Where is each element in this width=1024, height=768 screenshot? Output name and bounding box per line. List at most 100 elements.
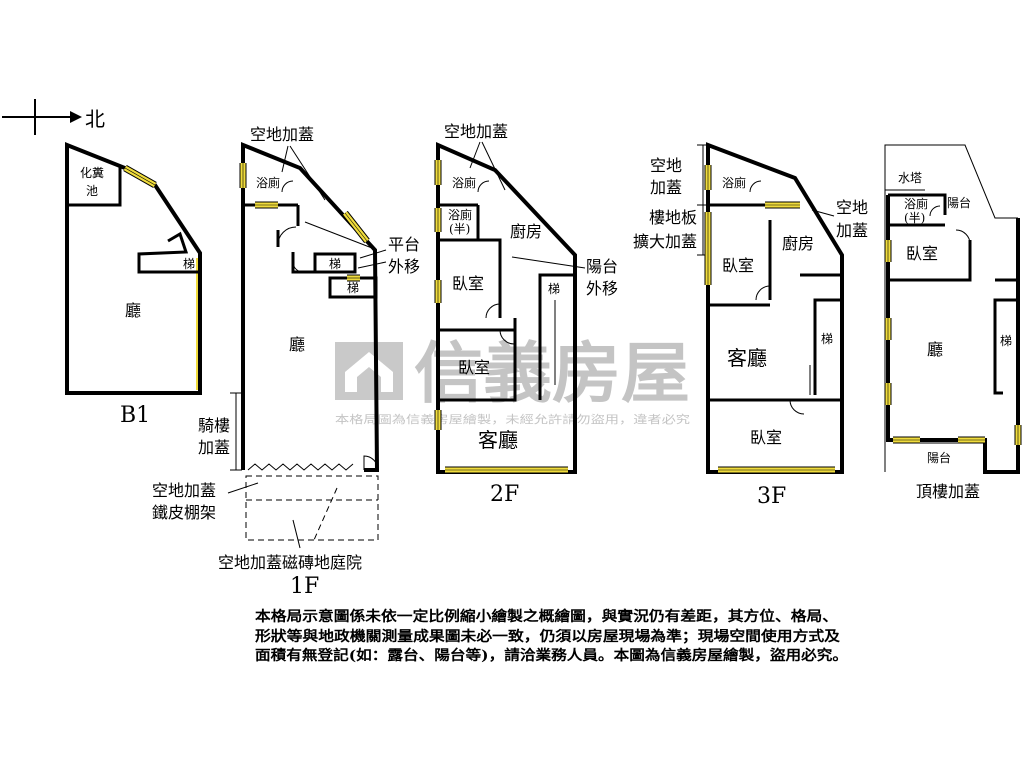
1f-extension-label: 空地加蓋	[250, 125, 314, 144]
1f-extension-leader-2	[289, 145, 326, 201]
windows	[123, 160, 1022, 474]
roof-hall-label: 廳	[927, 340, 943, 359]
3f-extension-right-label-2: 加蓋	[836, 221, 868, 240]
1f-platform-label-1: 平台	[388, 235, 420, 254]
2f-balcony-leader	[511, 256, 586, 269]
roof-stair-label: 梯	[1000, 334, 1012, 348]
1f-stair-door-swing	[292, 261, 304, 273]
arrow-right-icon	[70, 111, 82, 123]
b1-outer-wall	[65, 142, 202, 395]
roof-floor-label: 頂樓加蓋	[916, 482, 980, 501]
1f-platform-leader-2	[357, 261, 387, 269]
disclaimer-line-1: 本格局示意圖係未依一定比例縮小繪製之概繪圖，與實況仍有差距，其方位、格局、	[255, 608, 838, 625]
roof-bedroom-right-wall	[888, 240, 972, 282]
roof-half-bath-label-1: 浴廁	[904, 196, 928, 211]
roof-balcony-top-label: 陽台	[947, 195, 971, 210]
1f-arcade-dimension	[230, 392, 242, 471]
roof-bath-door-swing	[929, 205, 941, 217]
1f-shed-leader	[227, 482, 259, 494]
floor-2f: 空地加蓋 浴廁 浴廁 (半) 廚房 陽台 外移 臥室 梯 臥室 客廳 2F	[436, 122, 618, 507]
3f-floor-label: 3F	[757, 484, 786, 509]
2f-bedroom2-label: 臥室	[458, 358, 490, 377]
1f-floor-label: 1F	[290, 574, 319, 599]
2f-extension-leader-2	[481, 141, 506, 191]
floor-3f: 空地 加蓋 浴廁 樓地板 擴大加蓋 空地 加蓋 廚房 臥室 客廳 梯 臥室 3F	[633, 142, 868, 509]
2f-bedroom-wall	[470, 238, 502, 318]
3f-living-label: 客廳	[727, 346, 767, 370]
3f-floor-ext-label-2: 擴大加蓋	[633, 232, 697, 251]
watermark-notice: 本格局圖為信義房屋繪製，未經允許請勿盜用，違者必究	[335, 412, 690, 426]
floor-1f: 空地加蓋 浴廁 平台 外移 梯 梯 廳 騎樓 加蓋 空地加蓋 鐵皮棚架 空地加蓋…	[152, 125, 420, 599]
brand-logo-icon	[335, 342, 403, 400]
disclaimer-line-3: 面積有無登記(如：露台、陽台等)，請洽業務人員。本圖為信義房屋繪製，盜用必究。	[255, 647, 848, 664]
2f-balcony-label-1: 陽台	[586, 257, 618, 276]
b1-stair-wall	[137, 231, 200, 274]
2f-stair-wall	[538, 273, 575, 400]
roof-main-wall	[886, 195, 1020, 474]
1f-shed-label-2: 鐵皮棚架	[152, 503, 216, 522]
3f-extension-left-label-2: 加蓋	[650, 178, 682, 197]
b1-septic-label-1: 化糞	[80, 165, 104, 180]
2f-extension-leader-1	[469, 141, 481, 169]
2f-living-label: 客廳	[478, 428, 518, 452]
1f-extension-leader-1	[281, 145, 289, 173]
1f-courtyard-diagonal	[313, 487, 338, 541]
b1-hall-label: 廳	[125, 301, 141, 320]
2f-bath-label: 浴廁	[452, 175, 476, 190]
2f-extension-label: 空地加蓋	[444, 122, 508, 141]
1f-stair-box-1	[313, 252, 357, 274]
b1-floor-label: B1	[120, 403, 150, 428]
2f-half-bath-label-1: 浴廁	[448, 207, 472, 222]
1f-bath-door-swing	[281, 180, 294, 193]
3f-bath-label: 浴廁	[722, 175, 746, 190]
1f-courtyard-outline	[245, 475, 379, 541]
3f-bedroom2-door-swing	[789, 399, 805, 415]
1f-stair-label-1: 梯	[329, 257, 341, 271]
roof-balcony-bottom-label: 陽台	[927, 450, 951, 465]
3f-kitchen-label: 廚房	[782, 234, 814, 253]
2f-bedroom1-label: 臥室	[452, 274, 484, 293]
roof-water-tower-label: 水塔	[898, 171, 922, 185]
disclaimer-line-2: 形狀等與地政機關測量成果圖未必一致，仍須以房屋現場為準；現場空間使用方式及	[255, 628, 841, 645]
1f-shed-label-1: 空地加蓋	[152, 481, 216, 500]
1f-stair-label-2: 梯	[347, 281, 359, 295]
1f-inner-door-swing	[277, 226, 297, 246]
1f-entry-door-swing	[363, 455, 379, 471]
2f-bedroom-door-swing	[485, 303, 501, 319]
b1-septic-label-2: 池	[86, 184, 98, 198]
2f-half-bath-label-2: (半)	[449, 222, 470, 236]
2f-bedroom2-wall	[438, 318, 517, 402]
floor-roof: 水塔 浴廁 (半) 陽台 臥室 廳 梯 陽台 頂樓加蓋	[884, 144, 1020, 501]
3f-bedroom-door-swing	[755, 285, 771, 301]
floor-b1: 化糞 池 梯 廳 B1	[65, 142, 202, 428]
window	[123, 164, 157, 189]
2f-stair-label: 梯	[548, 282, 560, 296]
roof-stair-wall	[993, 298, 1018, 395]
roof-bath-wall	[888, 193, 947, 215]
3f-bath-door-swing	[749, 180, 762, 193]
3f-floor-ext-label-1: 樓地板	[649, 208, 697, 227]
roof-half-bath-label-2: (半)	[904, 211, 925, 225]
1f-arcade-label-1: 騎樓	[198, 416, 230, 435]
window	[342, 210, 370, 244]
3f-extension-left-label-1: 空地	[650, 156, 682, 175]
1f-stair-entry-wall	[291, 252, 315, 274]
compass-north-label: 北	[85, 107, 105, 131]
3f-outer-wall	[706, 142, 844, 474]
3f-extension-right-label-1: 空地	[836, 198, 868, 217]
2f-balcony-label-2: 外移	[586, 279, 618, 298]
1f-bath-label: 浴廁	[256, 175, 280, 190]
b1-septic-tank-wall	[67, 166, 122, 207]
2f-floor-label: 2F	[490, 482, 519, 507]
roof-bedroom-label: 臥室	[906, 244, 938, 263]
1f-courtyard-label: 空地加蓋磁磚地庭院	[218, 553, 362, 572]
1f-outer-wall	[241, 142, 380, 472]
disclaimer: 本格局示意圖係未依一定比例縮小繪製之概繪圖，與實況仍有差距，其方位、格局、 形狀…	[255, 608, 848, 664]
1f-platform-guide	[304, 221, 373, 249]
3f-extension-right-leader	[811, 209, 835, 217]
b1-stair-label: 梯	[183, 257, 195, 271]
watermark: 信義房屋 本格局圖為信義房屋繪製，未經允許請勿盜用，違者必究	[335, 335, 690, 426]
3f-bedroom2-label: 臥室	[750, 428, 782, 447]
north-compass: 北	[2, 99, 105, 135]
